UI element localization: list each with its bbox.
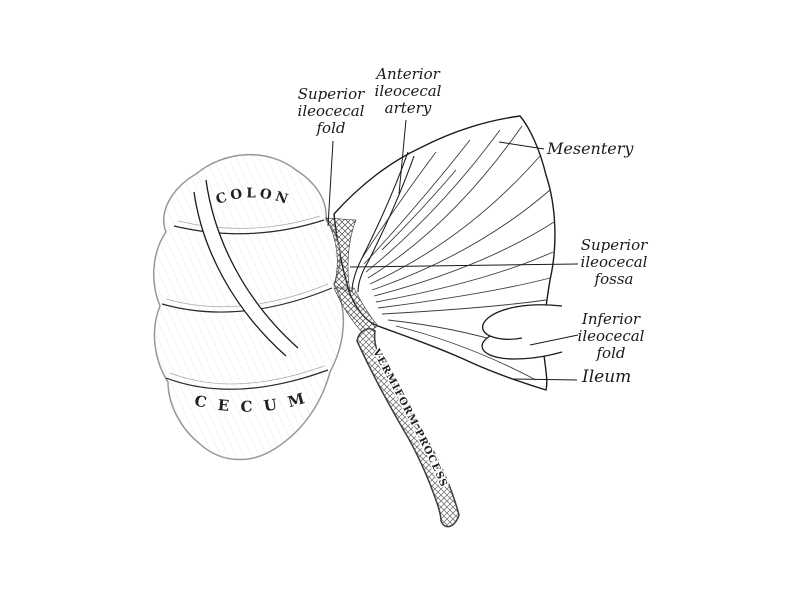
vermiform-process-label: VERMIFORM PROCESS: [370, 347, 449, 490]
crease-echo: [177, 215, 321, 229]
anterior-ileocecal-artery: [351, 151, 415, 293]
ileocecal-junction-shading: [325, 217, 379, 335]
label-inferior-ileocecal-fold: Inferior ileocecal fold: [578, 311, 645, 361]
label-anterior-ileocecal-artery: Anterior ileocecal artery: [375, 66, 442, 116]
junction-hatch: [333, 287, 379, 335]
label-line: Anterior: [376, 65, 440, 83]
label-line: Superior: [297, 85, 365, 103]
mesentery-fold-line: [381, 169, 457, 251]
label-line: ileocecal: [374, 81, 442, 100]
label-line: Superior: [580, 236, 648, 254]
fold-band-edge: [205, 179, 299, 349]
crease-echo: [169, 365, 325, 385]
mesentery-fold-line: [377, 277, 551, 309]
mesentery-fold-line: [395, 325, 537, 381]
ileum-edge: [481, 335, 563, 360]
label-superior-ileocecal-fold: Superior ileocecal fold: [298, 86, 365, 136]
ileum-edges: [481, 304, 563, 360]
artery-edge: [357, 155, 415, 293]
label-line: fold: [316, 118, 346, 137]
ileum-fill: [482, 304, 562, 359]
mesentery-fold-line: [369, 155, 541, 285]
mesentery-fold-line: [375, 251, 554, 303]
mesentery-fold-line: [371, 189, 551, 291]
ileum-terminal: [481, 304, 563, 360]
haustral-crease: [161, 287, 333, 313]
ileum-edge: [487, 304, 563, 319]
label-line: Inferior: [581, 310, 641, 328]
mesentery-fold-line: [367, 125, 523, 279]
artery-edge: [351, 151, 409, 293]
haustral-crease: [165, 369, 329, 390]
leader-inferior-fold: [529, 334, 579, 346]
mesentery-fold-line: [365, 129, 501, 273]
label-line: artery: [384, 98, 432, 117]
mesentery-fold-line: [361, 151, 437, 259]
leader-superior-fold: [327, 140, 334, 227]
label-line: fold: [596, 343, 626, 362]
label-line: Mesentery: [547, 139, 634, 158]
leader-superior-fossa: [349, 263, 579, 268]
label-superior-ileocecal-fossa: Superior ileocecal fossa: [581, 237, 648, 287]
leader-anterior-artery: [398, 119, 407, 195]
haustral-creases: [161, 215, 333, 390]
mesentery-fold-line: [381, 299, 547, 315]
mesentery-fold-line: [373, 221, 555, 297]
label-line: ileocecal: [297, 101, 365, 120]
label-line: fossa: [594, 269, 634, 288]
label-line: Ileum: [582, 367, 632, 387]
appendix-hatch: [356, 328, 460, 528]
cecal-fold-band-edges: [193, 179, 299, 357]
vermiform-process-label-text: VERMIFORM PROCESS: [368, 345, 449, 491]
vermiform-process: [356, 328, 460, 528]
leader-ileum: [513, 378, 578, 381]
label-ileum: Ileum: [582, 367, 632, 387]
fold-band-edge: [193, 191, 287, 357]
cecum-colon-mass: [153, 153, 344, 461]
label-line: ileocecal: [577, 326, 645, 345]
colon-band-crease: [173, 219, 325, 235]
mesentery-fold-line: [363, 139, 471, 265]
label-mesentery: Mesentery: [547, 140, 633, 158]
label-line: ileocecal: [580, 252, 648, 271]
leader-lines: [327, 119, 579, 381]
leader-mesentery: [498, 141, 545, 150]
